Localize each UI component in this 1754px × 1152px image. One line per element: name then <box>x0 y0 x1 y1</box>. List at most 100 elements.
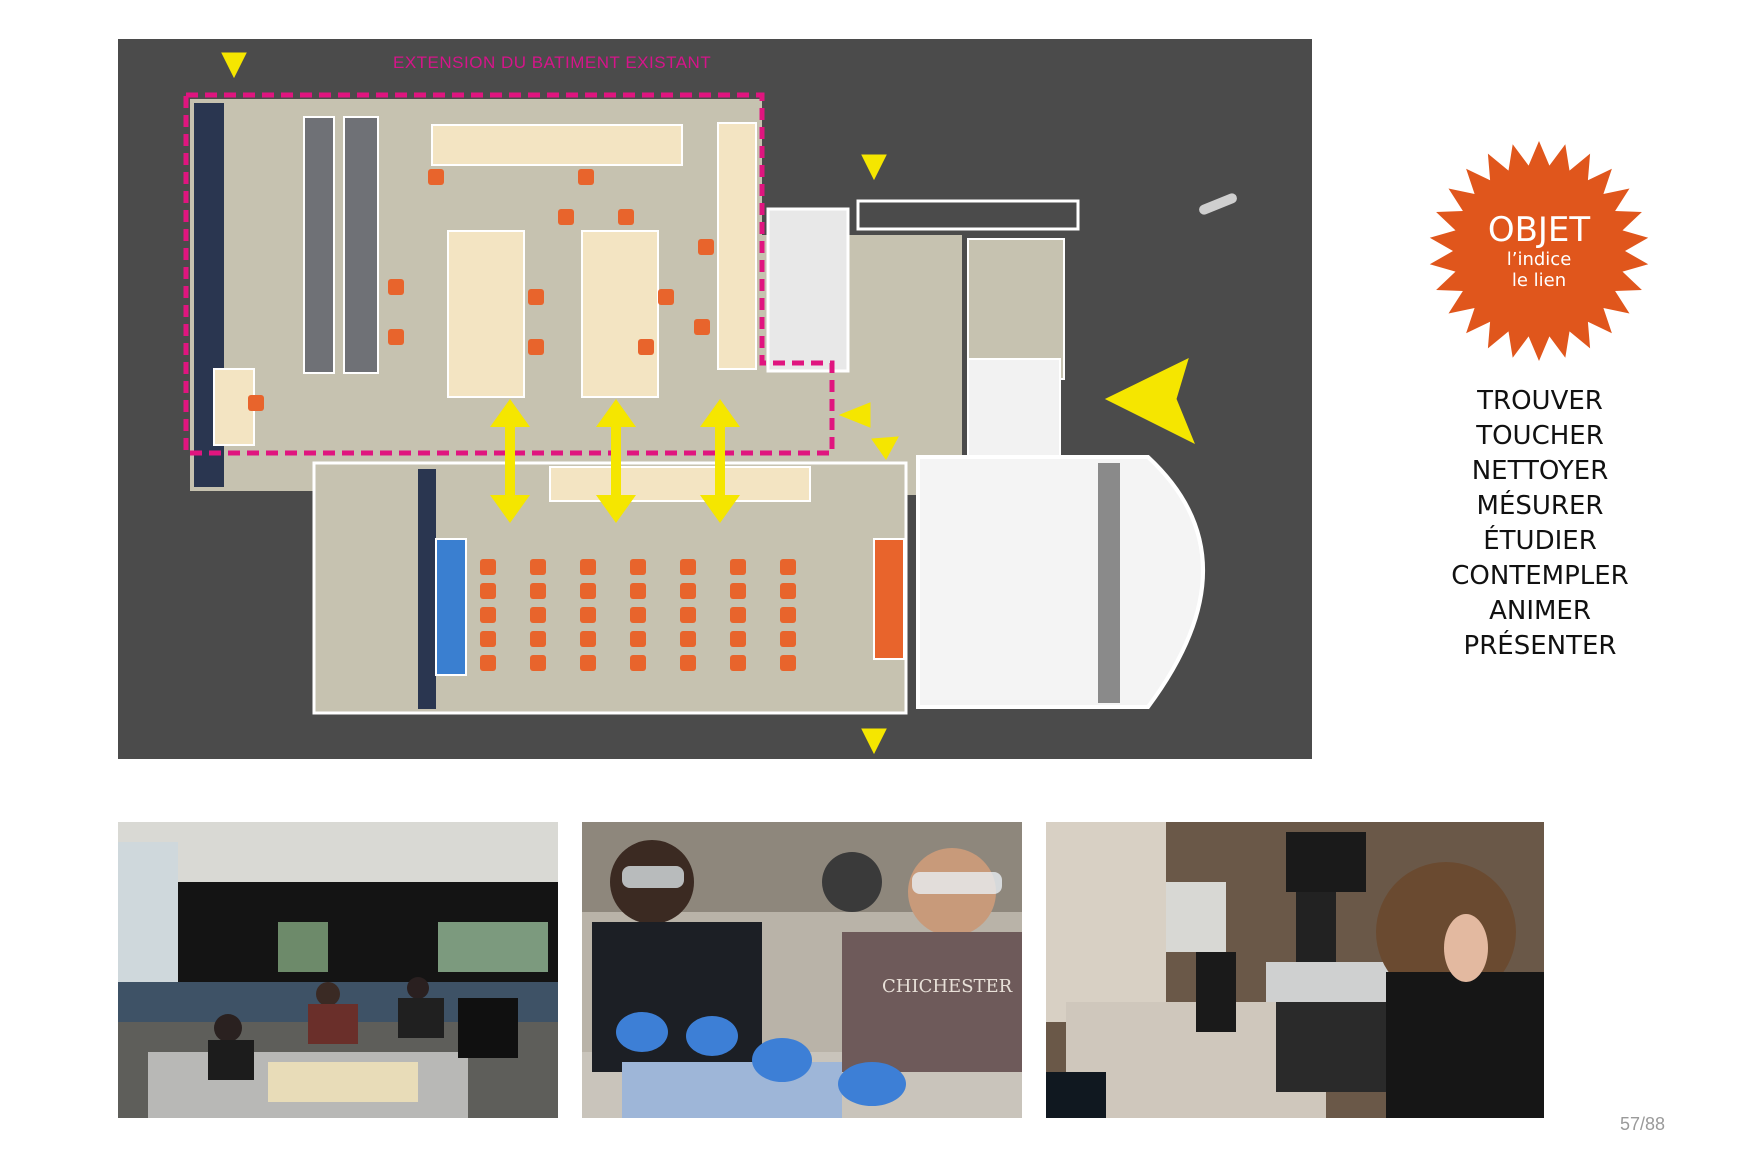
entrance-arrow <box>221 52 247 79</box>
chair <box>730 631 746 647</box>
chair <box>480 559 496 575</box>
chair <box>530 559 546 575</box>
chair <box>578 169 594 185</box>
chair <box>638 339 654 355</box>
chair <box>530 631 546 647</box>
wall <box>856 199 1080 231</box>
room <box>766 207 850 373</box>
page-number: 57/88 <box>1620 1114 1665 1135</box>
chair <box>428 169 444 185</box>
chair <box>730 655 746 671</box>
verb-item: CONTEMPLER <box>1451 561 1629 591</box>
chair <box>580 655 596 671</box>
extension-outline <box>183 92 835 456</box>
entrance-arrow <box>861 154 887 181</box>
chair <box>630 607 646 623</box>
objet-badge: OBJET l’indice le lien <box>1428 140 1650 362</box>
page-total: 88 <box>1645 1114 1666 1134</box>
students-dissection-photo: CHICHESTER <box>582 822 1022 1118</box>
chair <box>680 607 696 623</box>
chair <box>630 631 646 647</box>
verb-item: PRÉSENTER <box>1463 631 1617 661</box>
chair <box>730 583 746 599</box>
chair <box>528 339 544 355</box>
chair <box>580 631 596 647</box>
chair <box>618 209 634 225</box>
classroom-photo <box>118 822 558 1118</box>
chair <box>630 559 646 575</box>
chair <box>388 329 404 345</box>
verb-item: ANIMER <box>1489 596 1591 626</box>
chair <box>680 655 696 671</box>
entrance-arrow <box>861 728 887 755</box>
chair <box>680 631 696 647</box>
bench <box>873 538 905 660</box>
plan-title: EXTENSION DU BATIMENT EXISTANT <box>393 53 712 72</box>
verb-item: ÉTUDIER <box>1483 526 1597 556</box>
auditorium <box>916 455 1205 709</box>
chair <box>730 607 746 623</box>
chair <box>630 583 646 599</box>
double-arrows <box>505 413 725 509</box>
display-case <box>435 538 467 676</box>
verb-item: TROUVER <box>1477 386 1603 416</box>
auditorium-wall <box>1098 463 1120 703</box>
table <box>447 230 525 398</box>
page-separator: / <box>1640 1114 1646 1134</box>
chair <box>580 559 596 575</box>
table <box>213 368 255 446</box>
chair <box>630 655 646 671</box>
chair <box>698 239 714 255</box>
chair <box>658 289 674 305</box>
svg-text:CHICHESTER: CHICHESTER <box>882 976 1013 997</box>
chair <box>388 279 404 295</box>
chair <box>780 607 796 623</box>
chair <box>694 319 710 335</box>
chairs-group <box>248 169 796 671</box>
page-current: 57 <box>1620 1114 1641 1134</box>
chair <box>780 631 796 647</box>
chair <box>780 583 796 599</box>
verb-item: TOUCHER <box>1476 421 1604 451</box>
chair <box>580 607 596 623</box>
verb-item: NETTOYER <box>1471 456 1609 486</box>
chair <box>528 289 544 305</box>
pipe-object <box>1199 193 1237 215</box>
chair <box>480 607 496 623</box>
chair <box>530 607 546 623</box>
cabinet-row <box>343 116 379 374</box>
badge-title: OBJET <box>1487 209 1591 250</box>
main-entrance-arrow <box>1104 358 1195 445</box>
chair <box>480 655 496 671</box>
counter <box>431 124 683 166</box>
wall-dark <box>418 469 436 709</box>
chair <box>530 583 546 599</box>
counter <box>717 122 757 370</box>
chair <box>780 655 796 671</box>
chair <box>680 583 696 599</box>
floor-plan-drawing <box>183 52 1237 755</box>
table <box>581 230 659 398</box>
chair <box>480 631 496 647</box>
badge-text: OBJET l’indice le lien <box>1428 140 1650 362</box>
verb-item: MÉSURER <box>1476 491 1604 521</box>
chair <box>780 559 796 575</box>
verb-list: TROUVER TOUCHER NETTOYER MÉSURER ÉTUDIER… <box>1430 384 1650 664</box>
chair <box>480 583 496 599</box>
direction-arrow <box>838 402 871 428</box>
floor-plan: EXTENSION DU BATIMENT EXISTANT <box>118 39 1312 759</box>
chair <box>730 559 746 575</box>
badge-line-2: le lien <box>1511 269 1567 291</box>
chair <box>680 559 696 575</box>
chair <box>530 655 546 671</box>
counter <box>549 466 811 502</box>
chair <box>248 395 264 411</box>
starburst-icon <box>1429 141 1649 361</box>
microscope-photo <box>1046 822 1544 1118</box>
chair <box>558 209 574 225</box>
chair <box>580 583 596 599</box>
starburst-shape <box>1429 141 1649 361</box>
cabinet-row <box>303 116 335 374</box>
arrows-group <box>221 52 1195 755</box>
badge-line-1: l’indice <box>1506 248 1572 270</box>
